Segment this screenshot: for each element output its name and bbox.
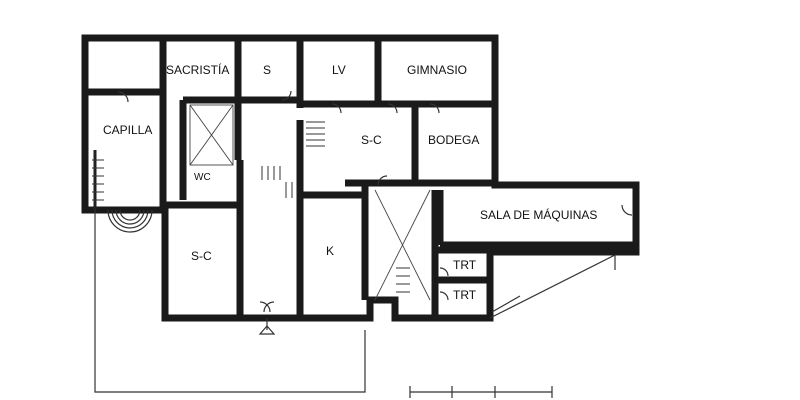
stairs-center bbox=[261, 166, 293, 198]
room-label-trt-bottom: TRT bbox=[453, 288, 477, 302]
scale-bar bbox=[409, 386, 553, 398]
room-label-lv: LV bbox=[332, 63, 346, 77]
stairs-top bbox=[306, 121, 325, 147]
room-label-sc-bottom: S-C bbox=[191, 249, 212, 263]
shaft-corridor bbox=[374, 189, 431, 301]
room-label-sc-top: S-C bbox=[361, 133, 382, 147]
room-label-s: S bbox=[263, 63, 271, 77]
terrace-outline bbox=[94, 210, 616, 393]
room-label-sala-maquinas: SALA DE MÁQUINAS bbox=[480, 207, 597, 222]
outer-walls bbox=[81, 34, 640, 322]
room-label-wc: WC bbox=[194, 172, 211, 183]
room-label-k: K bbox=[326, 244, 334, 258]
door-swings bbox=[117, 90, 633, 313]
chapel-steps bbox=[107, 209, 153, 233]
shaft-wc bbox=[189, 104, 234, 166]
room-label-bodega: BODEGA bbox=[428, 133, 479, 147]
room-label-sacristia: SACRISTÍA bbox=[166, 62, 229, 77]
stairs-left bbox=[92, 159, 104, 201]
entrance-marker bbox=[258, 318, 276, 335]
room-label-capilla: CAPILLA bbox=[103, 123, 152, 137]
room-label-gimnasio: GIMNASIO bbox=[407, 63, 467, 77]
room-label-trt-top: TRT bbox=[453, 258, 477, 272]
stairs-right bbox=[396, 267, 410, 293]
